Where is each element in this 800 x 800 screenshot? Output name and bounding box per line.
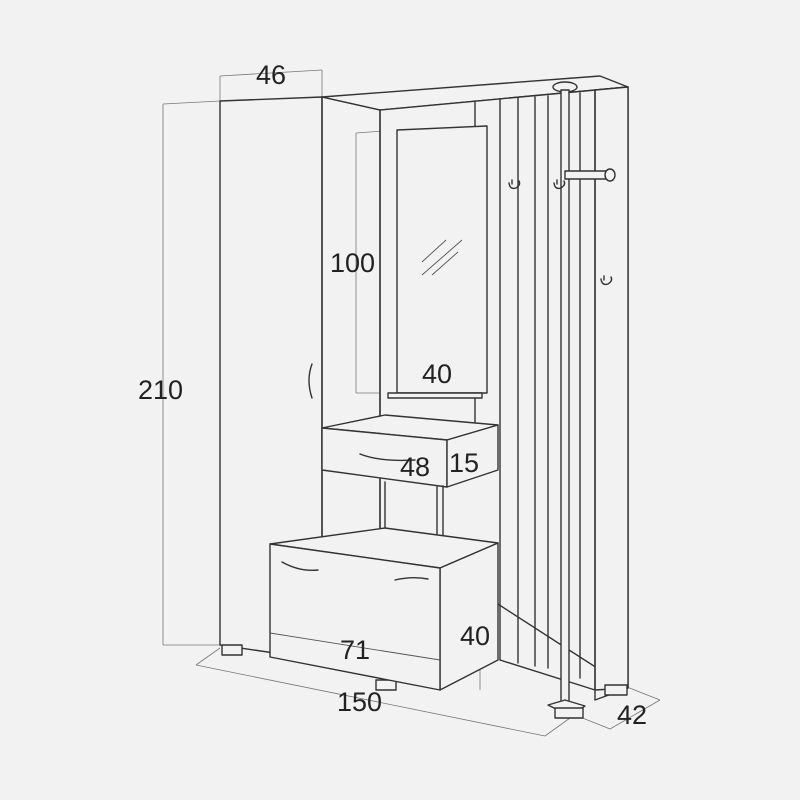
hook-icon <box>508 179 521 190</box>
drawer-handle <box>359 453 416 462</box>
coat-rail <box>564 170 611 180</box>
dimension-labels: 46 210 100 40 48 15 71 40 150 42 <box>138 60 647 730</box>
foot-right <box>604 684 628 696</box>
hook-icon <box>600 275 613 286</box>
shoe-bench <box>269 527 499 691</box>
label-bench-height: 40 <box>460 621 490 651</box>
coat-pole <box>547 81 628 719</box>
drawer-unit <box>321 414 499 488</box>
label-drawer-depth: 48 <box>400 452 430 482</box>
label-bench-width: 71 <box>340 635 370 665</box>
tall-wardrobe <box>219 96 397 691</box>
label-total-depth: 42 <box>617 700 647 730</box>
mirror <box>387 125 488 399</box>
foot-pole <box>554 707 584 719</box>
label-total-width: 150 <box>337 687 382 717</box>
foot-left <box>221 644 243 656</box>
label-drawer-height: 15 <box>449 448 479 478</box>
coat-hooks <box>508 179 613 286</box>
hook-icon <box>553 179 566 190</box>
door-handle <box>308 363 313 399</box>
label-total-height: 210 <box>138 375 183 405</box>
label-mirror-width: 40 <box>422 359 452 389</box>
bench-handle-right <box>394 577 429 581</box>
bench-handle-left <box>281 561 319 572</box>
label-mirror-height: 100 <box>330 248 375 278</box>
label-door-width: 46 <box>256 60 286 90</box>
